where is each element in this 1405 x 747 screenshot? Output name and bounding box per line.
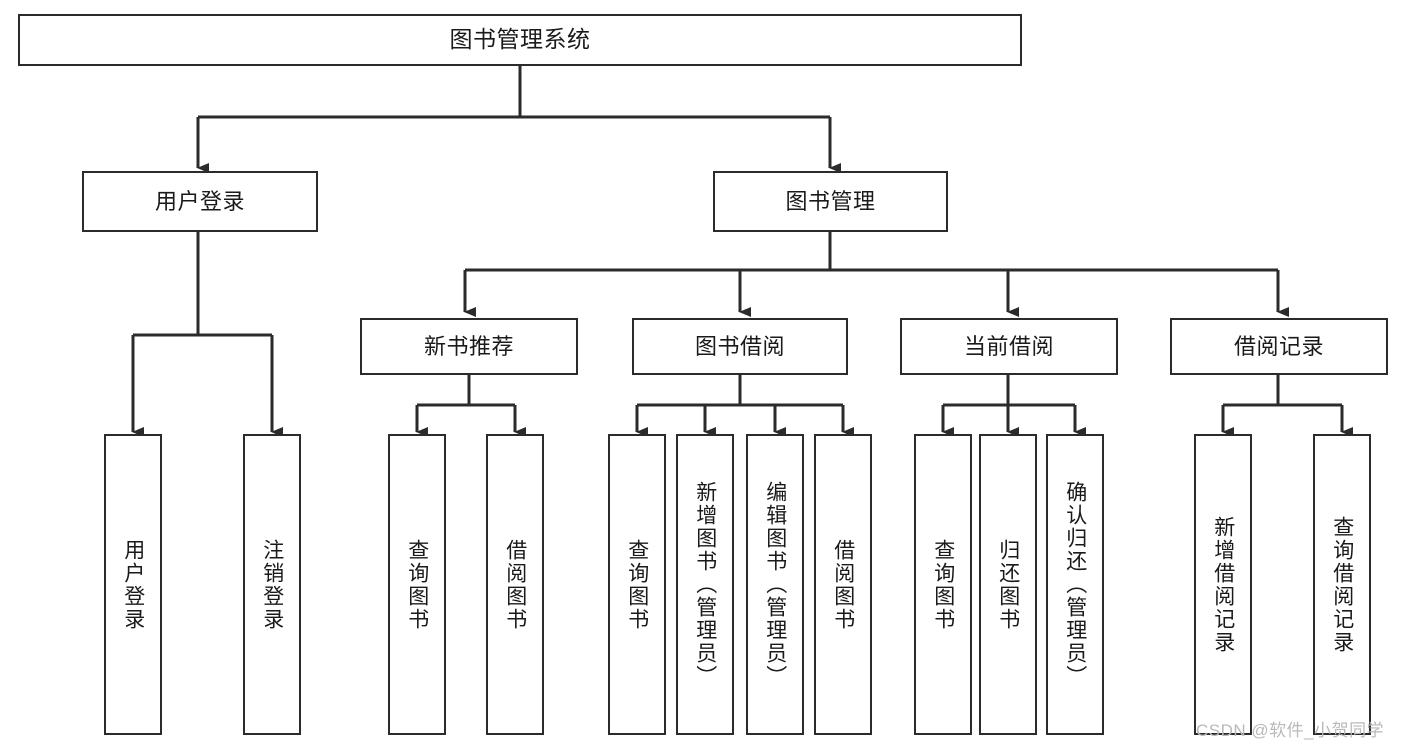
leaf-book-borrow-add[interactable]: 新增图书（管理员） xyxy=(676,434,734,735)
node-label: 借阅记录 xyxy=(1233,333,1324,359)
node-label: 查询图书 xyxy=(405,538,429,631)
leaf-current-borrow-confirm-return[interactable]: 确认归还（管理员） xyxy=(1046,434,1104,735)
node-label: 注销登录 xyxy=(260,538,284,631)
leaf-book-borrow-query[interactable]: 查询图书 xyxy=(608,434,666,735)
node-label: 用户登录 xyxy=(121,538,145,631)
leaf-new-book-borrow[interactable]: 借阅图书 xyxy=(486,434,544,735)
leaf-current-borrow-return[interactable]: 归还图书 xyxy=(979,434,1037,735)
leaf-current-borrow-query[interactable]: 查询图书 xyxy=(914,434,972,735)
node-label: 归还图书 xyxy=(996,538,1020,631)
node-label: 查询图书 xyxy=(931,538,955,631)
leaf-user-login-logout[interactable]: 注销登录 xyxy=(243,434,301,735)
leaf-new-book-query[interactable]: 查询图书 xyxy=(388,434,446,735)
node-borrow-record[interactable]: 借阅记录 xyxy=(1170,318,1388,375)
node-current-borrow[interactable]: 当前借阅 xyxy=(900,318,1118,375)
node-label: 编辑图书（管理员） xyxy=(763,481,787,688)
node-label: 确认归还（管理员） xyxy=(1063,481,1087,688)
leaf-borrow-record-add[interactable]: 新增借阅记录 xyxy=(1194,434,1252,735)
node-label: 新增借阅记录 xyxy=(1211,515,1235,654)
node-label: 图书管理 xyxy=(785,188,876,214)
leaf-book-borrow-borrow[interactable]: 借阅图书 xyxy=(814,434,872,735)
node-label: 当前借阅 xyxy=(963,333,1054,359)
leaf-borrow-record-query[interactable]: 查询借阅记录 xyxy=(1313,434,1371,735)
csdn-watermark: CSDN @软件_小贺同学 xyxy=(1196,721,1385,740)
leaf-user-login-login[interactable]: 用户登录 xyxy=(104,434,162,735)
node-label: 查询借阅记录 xyxy=(1330,515,1354,654)
node-book-management[interactable]: 图书管理 xyxy=(713,171,948,232)
node-book-borrow[interactable]: 图书借阅 xyxy=(632,318,848,375)
node-label: 图书借阅 xyxy=(694,333,785,359)
node-user-login[interactable]: 用户登录 xyxy=(82,171,318,232)
node-label: 用户登录 xyxy=(154,188,245,214)
node-new-book-recommend[interactable]: 新书推荐 xyxy=(360,318,578,375)
node-root-book-management-system[interactable]: 图书管理系统 xyxy=(18,14,1022,66)
node-label: 借阅图书 xyxy=(503,538,527,631)
node-label: 图书管理系统 xyxy=(449,26,591,53)
node-label: 新增图书（管理员） xyxy=(693,481,717,688)
node-label: 新书推荐 xyxy=(423,333,514,359)
node-label: 查询图书 xyxy=(625,538,649,631)
leaf-book-borrow-edit[interactable]: 编辑图书（管理员） xyxy=(746,434,804,735)
node-label: 借阅图书 xyxy=(831,538,855,631)
